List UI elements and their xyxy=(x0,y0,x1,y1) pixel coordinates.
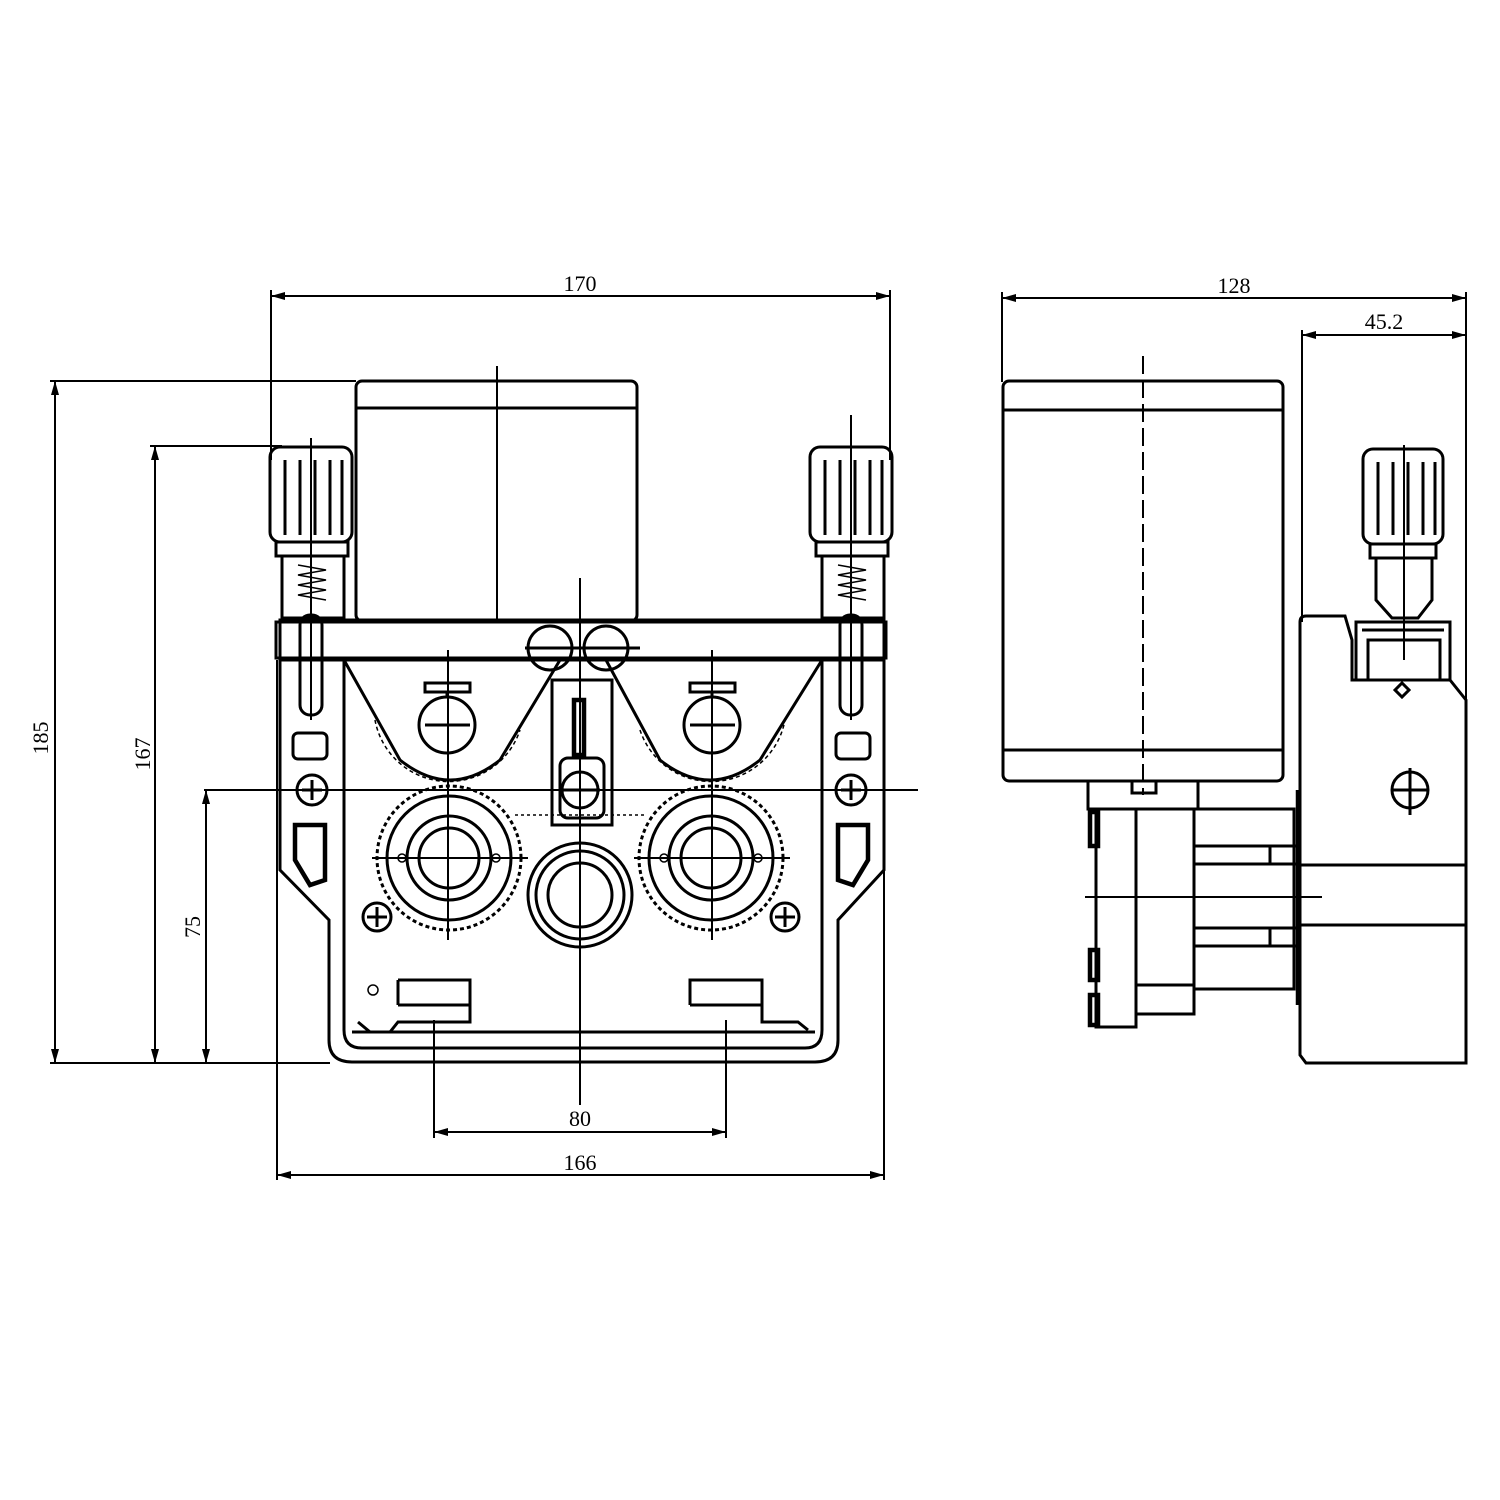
side-view xyxy=(1001,356,1468,1065)
side-dimensions: 128 45.2 xyxy=(1001,273,1467,700)
dim-167-label: 167 xyxy=(130,738,155,771)
right-screw xyxy=(769,901,801,933)
main-frame xyxy=(274,618,888,1064)
dim-170-label: 170 xyxy=(564,271,597,296)
dim-80-label: 80 xyxy=(569,1106,591,1131)
front-view xyxy=(204,366,918,1105)
dim-185-label: 185 xyxy=(28,722,53,755)
right-pressure-knob xyxy=(808,415,894,720)
left-screw xyxy=(361,901,393,933)
motor-housing xyxy=(354,366,639,623)
dim-128-label: 128 xyxy=(1218,273,1251,298)
front-dimensions: 170 185 167 75 80 166 xyxy=(28,271,891,1180)
left-pressure-knob xyxy=(268,438,354,720)
side-housing xyxy=(1295,614,1468,1065)
wire-guide xyxy=(525,624,640,827)
lower-right-drive-roll xyxy=(634,784,790,932)
side-pressure-knob xyxy=(1361,445,1445,660)
lower-left-drive-roll xyxy=(372,784,528,932)
dim-166-label: 166 xyxy=(564,1150,597,1175)
left-side-slots xyxy=(291,731,329,888)
right-side-slots xyxy=(834,731,872,888)
side-motor xyxy=(1001,356,1285,795)
dim-75-label: 75 xyxy=(180,916,205,938)
dim-45-2-label: 45.2 xyxy=(1365,309,1404,334)
side-gearbox xyxy=(1085,779,1322,1029)
